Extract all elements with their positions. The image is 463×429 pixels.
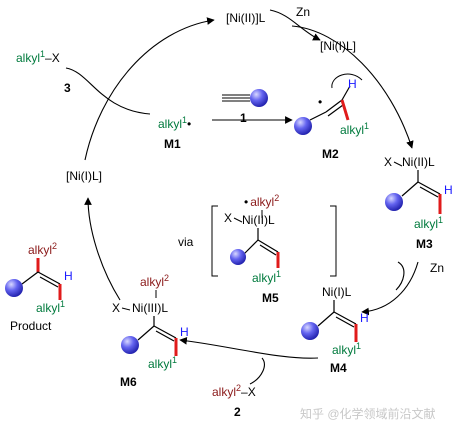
m2-label: M2 [322,147,339,161]
alkyne-aryl-sphere [250,89,268,107]
m2-sphere [294,117,312,135]
m3-sphere [385,193,403,211]
arc-zn-top [269,9,321,41]
intermediate-m6: alkyl2 X Ni(III)L H alkyl1 M6 [112,273,189,389]
arc-right-lower [361,261,419,316]
ni2-top-label: [Ni(II)]L [226,11,266,25]
zn-top-label: Zn [296,5,310,19]
ni1-top-label: [Ni(I)L] [320,39,356,53]
arc-zn-right [395,261,405,291]
reagent-alkyl2-x: alkyl2–X 2 [212,383,256,419]
m6-label: M6 [120,375,137,389]
m6-x: X [112,301,120,315]
m4-hydrogen: H [360,311,369,325]
m1-label: M1 [164,137,181,151]
watermark: 知乎 @化学领域前沿文献 [300,406,436,421]
m3-alkyl: alkyl1 [414,215,443,231]
cycle-arrows [65,9,419,385]
m5-alkyl1: alkyl1 [252,269,281,285]
m5-label: M5 [262,291,279,305]
product-alkyl2: alkyl2 [28,241,57,257]
reagent-alkyl1-x: alkyl1–X 3 [16,49,71,95]
m3-x: X [384,155,392,169]
alkyl1x-alkyl: alkyl1–X [16,49,60,65]
compound-number-2: 2 [234,405,241,419]
product-alkyl1: alkyl1 [36,299,65,315]
m3-hydrogen: H [444,183,453,197]
intermediate-m3: X Ni(II)L H alkyl1 M3 [384,155,453,251]
m4-ni: Ni(I)L [322,285,352,299]
m2-curved-arrow [331,73,363,89]
zn-right-label: Zn [430,261,444,275]
m5-bracket-right [330,205,337,277]
m3-label: M3 [416,237,433,251]
intermediate-m5: •alkyl2 X Ni(II)L alkyl1 M5 via [178,193,337,305]
arc-alkyl2x [249,357,265,385]
intermediate-m2: • H alkyl1 M2 [294,73,369,161]
m5-bracket-left [211,205,218,277]
alkyne-1: 1 [222,89,268,125]
m6-ni: Ni(III)L [132,301,168,315]
m2-alkyl: alkyl1 [340,121,369,137]
arc-alkyl1x-to-m1 [65,67,151,115]
product-hydrogen: H [64,269,73,283]
m6-alkyl1: alkyl1 [148,355,177,371]
m2-hydrogen: H [348,77,357,91]
m4-alkyl: alkyl1 [332,341,361,357]
intermediate-m4: Ni(I)L H alkyl1 M4 [301,285,369,375]
arc-bottom [179,337,319,359]
arc-left-upper [84,17,215,161]
m6-alkyl2: alkyl2 [140,273,169,289]
m4-sphere [301,322,319,340]
m5-ni: Ni(II)L [242,213,275,227]
ni1-left-label: [Ni(I)L] [66,169,102,183]
m5-alkyl2: •alkyl2 [244,193,279,209]
m5-sphere [230,249,246,265]
compound-number-3: 3 [64,81,71,95]
m6-sphere [121,336,139,354]
arc-left-lower [84,197,121,301]
m4-label: M4 [330,361,347,375]
m1-alkyl: alkyl1• [158,115,191,131]
alkyl2x-text: alkyl2–X [212,383,256,399]
m2-radical-dot: • [318,95,322,109]
compound-number-1: 1 [240,111,247,125]
m3-ni: Ni(II)L [402,155,435,169]
via-label: via [178,235,194,249]
m5-x: X [224,211,232,225]
arc-top-right [291,25,414,149]
m6-hydrogen: H [180,325,189,339]
intermediate-m1: alkyl1• M1 [158,115,191,151]
product-label: Product [10,319,52,333]
product: alkyl2 H alkyl1 Product [5,241,73,333]
product-sphere [5,279,23,297]
